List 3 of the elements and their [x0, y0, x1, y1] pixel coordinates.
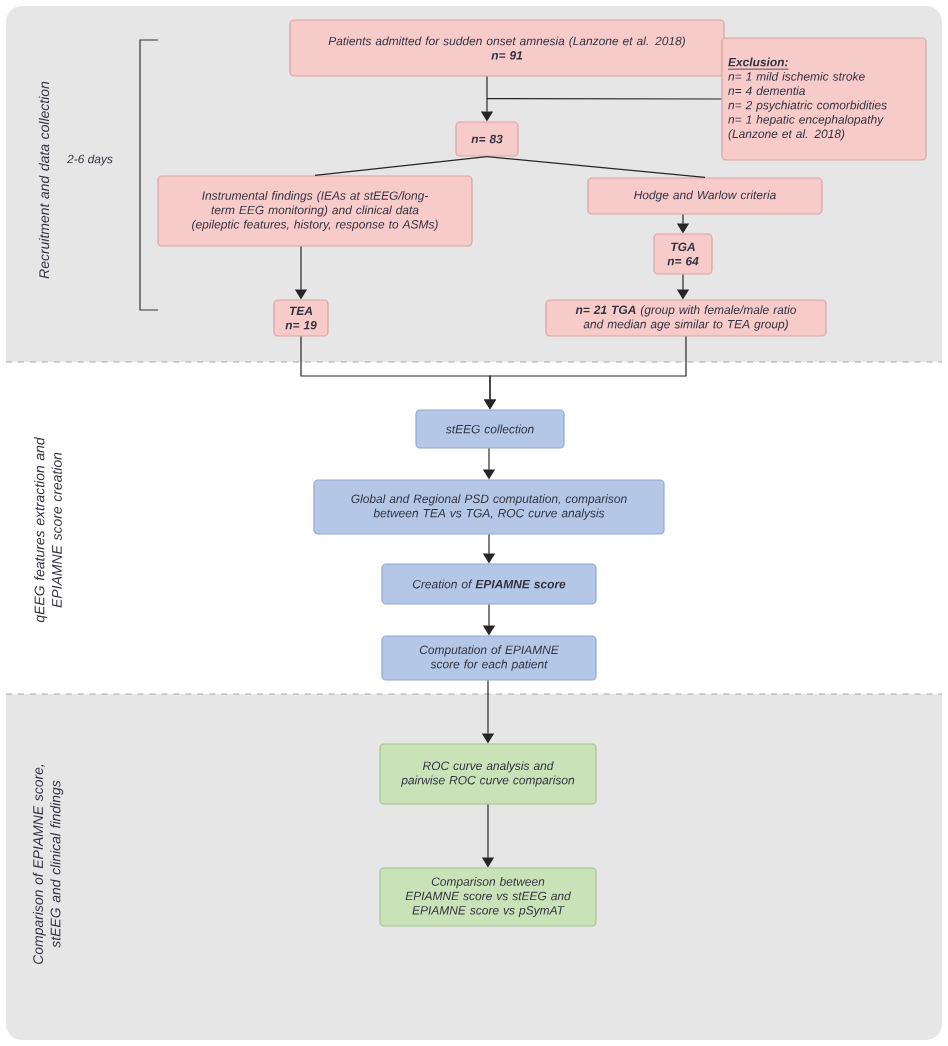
connector-line [486, 98, 722, 100]
connector-line [486, 156, 706, 178]
connector-line [314, 156, 488, 176]
